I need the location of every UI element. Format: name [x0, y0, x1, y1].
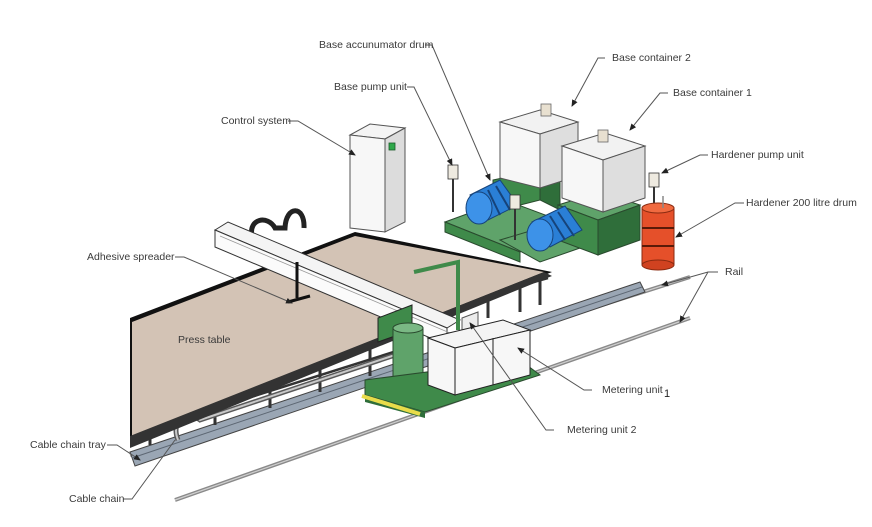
- label-metering-unit-1: Metering unit: [602, 384, 663, 396]
- leader-hardener-pump-unit: [661, 154, 708, 174]
- label-hardener-pump-unit: Hardener pump unit: [711, 149, 804, 161]
- leader-metering-unit-1: [517, 347, 592, 391]
- control-system-cabinet: [348, 123, 407, 233]
- yellow-guard: [361, 394, 421, 416]
- hardener-pump-unit: [648, 172, 660, 205]
- label-hardener-drum: Hardener 200 litre drum: [746, 197, 857, 209]
- base-accumulator-drum-2: [526, 205, 583, 252]
- leader-control-system: [288, 120, 356, 156]
- label-base-container-1: Base container 1: [673, 87, 752, 99]
- label-base-pump-unit: Base pump unit: [334, 81, 407, 93]
- label-base-accumulator-drum: Base accunumator drum: [319, 39, 434, 51]
- leader-cable-chain-tray: [107, 444, 141, 461]
- leader-hardener-drum: [675, 202, 744, 238]
- control-indicator-icon: [388, 142, 396, 151]
- label-adhesive-spreader: Adhesive spreader: [87, 251, 175, 263]
- label-cable-chain-tray: Cable chain tray: [30, 439, 106, 451]
- label-rail: Rail: [725, 266, 744, 278]
- leader-adhesive-spreader: [175, 256, 293, 304]
- leader-rail-2: [679, 271, 709, 323]
- label-cable-chain: Cable chain: [69, 493, 125, 505]
- leader-base-accumulator-drum: [425, 44, 491, 181]
- leader-lines: [107, 44, 744, 500]
- base-pump-unit: [447, 164, 521, 240]
- label-metering-unit-2: Metering unit 2: [567, 424, 637, 436]
- leader-metering-unit-2: [469, 322, 554, 431]
- label-base-container-2: Base container 2: [612, 52, 691, 64]
- metering-unit-1-box: [426, 319, 532, 396]
- label-metering-unit-1-number: 1: [664, 388, 671, 400]
- base-accumulator-drum-1: [465, 179, 519, 225]
- leader-base-container-2: [571, 57, 605, 107]
- press-table: [130, 232, 552, 448]
- leader-base-container-1: [629, 92, 668, 131]
- leader-cable-chain: [123, 439, 176, 500]
- label-control-system: Control system: [221, 115, 292, 127]
- leader-base-pump-unit: [407, 86, 453, 166]
- label-press-table: Press table: [178, 334, 231, 346]
- hardener-drum: [641, 196, 675, 271]
- base-container-1: [556, 129, 647, 256]
